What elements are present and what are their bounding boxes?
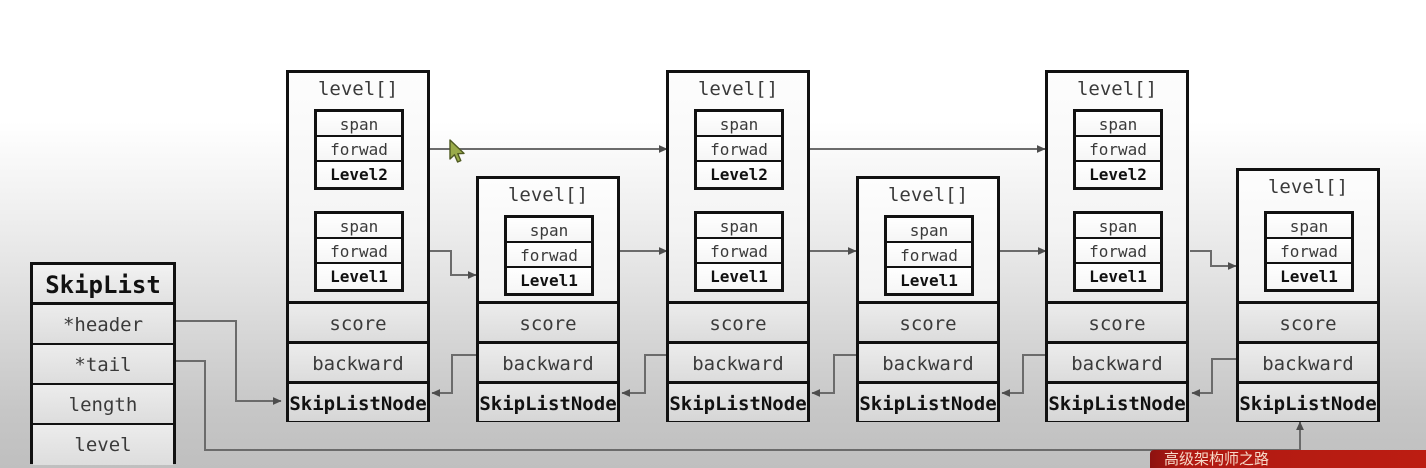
node-4-level1-box: span forwad Level1 [884,215,974,296]
node-5-title: SkipListNode [1048,381,1186,421]
node-6-level1-box: span forwad Level1 [1264,211,1354,292]
node-4-level1-name: Level1 [887,268,971,293]
node-1-level2-span: span [317,112,401,137]
node-1-level-array-label: level[] [317,78,399,100]
node-1-level2-name: Level2 [317,162,401,187]
node-6-title: SkipListNode [1239,381,1377,421]
node-6-score-row: score [1239,301,1377,341]
node-1-backward-row: backward [289,341,427,381]
node-2-backward-row: backward [479,341,617,381]
node-4-level-array-label: level[] [887,184,969,206]
node-2-level1-span: span [507,218,591,243]
node-4-score-row: score [859,301,997,341]
node-1-level1-name: Level1 [317,264,401,289]
node-4-level1-span: span [887,218,971,243]
node-2-level1-box: span forwad Level1 [504,215,594,296]
node-3-title: SkipListNode [669,381,807,421]
node-5-level-array-label: level[] [1076,78,1158,100]
skiplist-node-5: level[] span forwad Level2 span forwad L… [1045,70,1189,422]
node-3-level-array-label: level[] [697,78,779,100]
node-5-level2-forward: forwad [1076,137,1160,162]
node-6-level1-name: Level1 [1267,264,1351,289]
node-6-level-array-label: level[] [1267,176,1349,198]
skiplist-field-header: *header [33,305,173,345]
node-3-level1-name: Level1 [697,264,781,289]
watermark-text: 高级架构师之路 [1164,450,1270,468]
node-2-level1-name: Level1 [507,268,591,293]
skiplist-struct-box: SkipList *header *tail length level [30,262,176,465]
node-4-title: SkipListNode [859,381,997,421]
node-6-level1-span: span [1267,214,1351,239]
node-1-title: SkipListNode [289,381,427,421]
skiplist-node-6: level[] span forwad Level1 score backwar… [1236,168,1380,422]
skiplist-node-3: level[] span forwad Level2 span forwad L… [666,70,810,422]
node-6-level1-forward: forwad [1267,239,1351,264]
skiplist-field-level: level [33,425,173,465]
node-2-title: SkipListNode [479,381,617,421]
node-5-level2-span: span [1076,112,1160,137]
skiplist-field-length: length [33,385,173,425]
node-3-level2-span: span [697,112,781,137]
node-4-level1-forward: forwad [887,243,971,268]
skiplist-field-tail: *tail [33,345,173,385]
node-3-score-row: score [669,301,807,341]
node-3-backward-row: backward [669,341,807,381]
node-5-level2-box: span forwad Level2 [1073,109,1163,190]
node-3-level1-box: span forwad Level1 [694,211,784,292]
node-1-score-row: score [289,301,427,341]
node-1-level1-span: span [317,214,401,239]
node-3-level2-name: Level2 [697,162,781,187]
node-1-level2-box: span forwad Level2 [314,109,404,190]
node-2-level1-forward: forwad [507,243,591,268]
skiplist-title: SkipList [33,265,173,305]
node-3-level1-forward: forwad [697,239,781,264]
node-3-level1-span: span [697,214,781,239]
node-3-level2-forward: forwad [697,137,781,162]
watermark-banner: 高级架构师之路 [1150,450,1426,468]
node-5-level1-box: span forwad Level1 [1073,211,1163,292]
node-5-level2-name: Level2 [1076,162,1160,187]
node-1-level2-forward: forwad [317,137,401,162]
node-5-score-row: score [1048,301,1186,341]
node-1-level1-box: span forwad Level1 [314,211,404,292]
node-2-score-row: score [479,301,617,341]
node-5-level1-span: span [1076,214,1160,239]
skiplist-node-2: level[] span forwad Level1 score backwar… [476,176,620,422]
mouse-cursor-icon [448,139,468,169]
node-3-level2-box: span forwad Level2 [694,109,784,190]
node-2-level-array-label: level[] [507,184,589,206]
skiplist-node-4: level[] span forwad Level1 score backwar… [856,176,1000,422]
node-4-backward-row: backward [859,341,997,381]
node-5-level1-name: Level1 [1076,264,1160,289]
node-6-backward-row: backward [1239,341,1377,381]
node-1-level1-forward: forwad [317,239,401,264]
node-5-backward-row: backward [1048,341,1186,381]
node-5-level1-forward: forwad [1076,239,1160,264]
skiplist-node-1: level[] span forwad Level2 span forwad L… [286,70,430,422]
